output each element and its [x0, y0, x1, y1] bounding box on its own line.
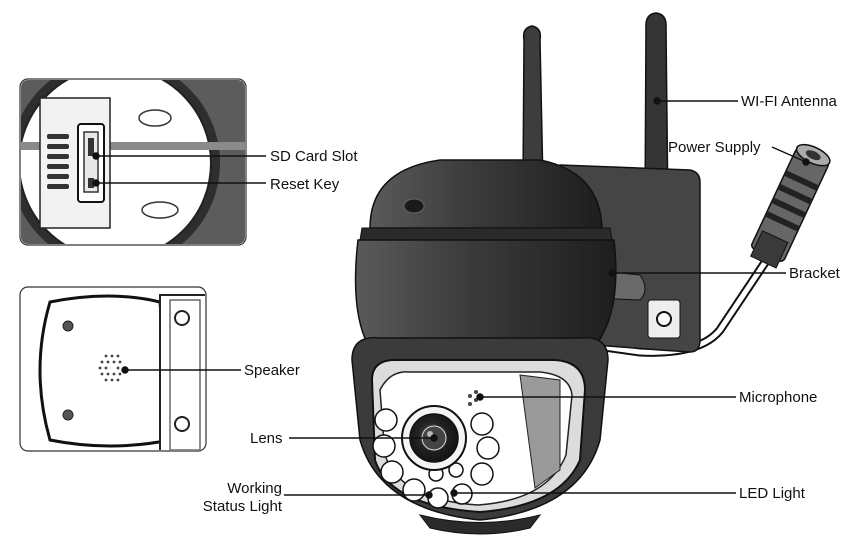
power-cable: [589, 143, 831, 357]
label-working-status-light-line2: Status Light: [202, 498, 282, 515]
label-working-status-light: Working Status Light: [203, 480, 282, 516]
label-microphone: Microphone: [739, 389, 818, 406]
speaker-grille: [98, 354, 126, 382]
leader-lines: [92, 97, 810, 499]
speaker-inset: [19, 286, 207, 452]
vent-slots: [47, 134, 69, 189]
label-reset-key: Reset Key: [270, 176, 340, 193]
label-led-light: LED Light: [739, 485, 805, 502]
label-sd-card-slot: SD Card Slot: [270, 148, 358, 165]
label-bracket: Bracket: [789, 265, 840, 282]
label-power-supply: Power Supply: [668, 139, 761, 156]
label-speaker: Speaker: [244, 362, 300, 379]
microphone-holes: [468, 390, 478, 406]
label-wifi-antenna: WI-FI Antenna: [741, 93, 837, 110]
upper-dome: [354, 159, 617, 346]
camera-body: [351, 12, 831, 535]
sd-card-inset: [19, 78, 247, 246]
label-working-status-light-line1: Working: [227, 480, 282, 497]
label-lens: Lens: [250, 430, 283, 447]
